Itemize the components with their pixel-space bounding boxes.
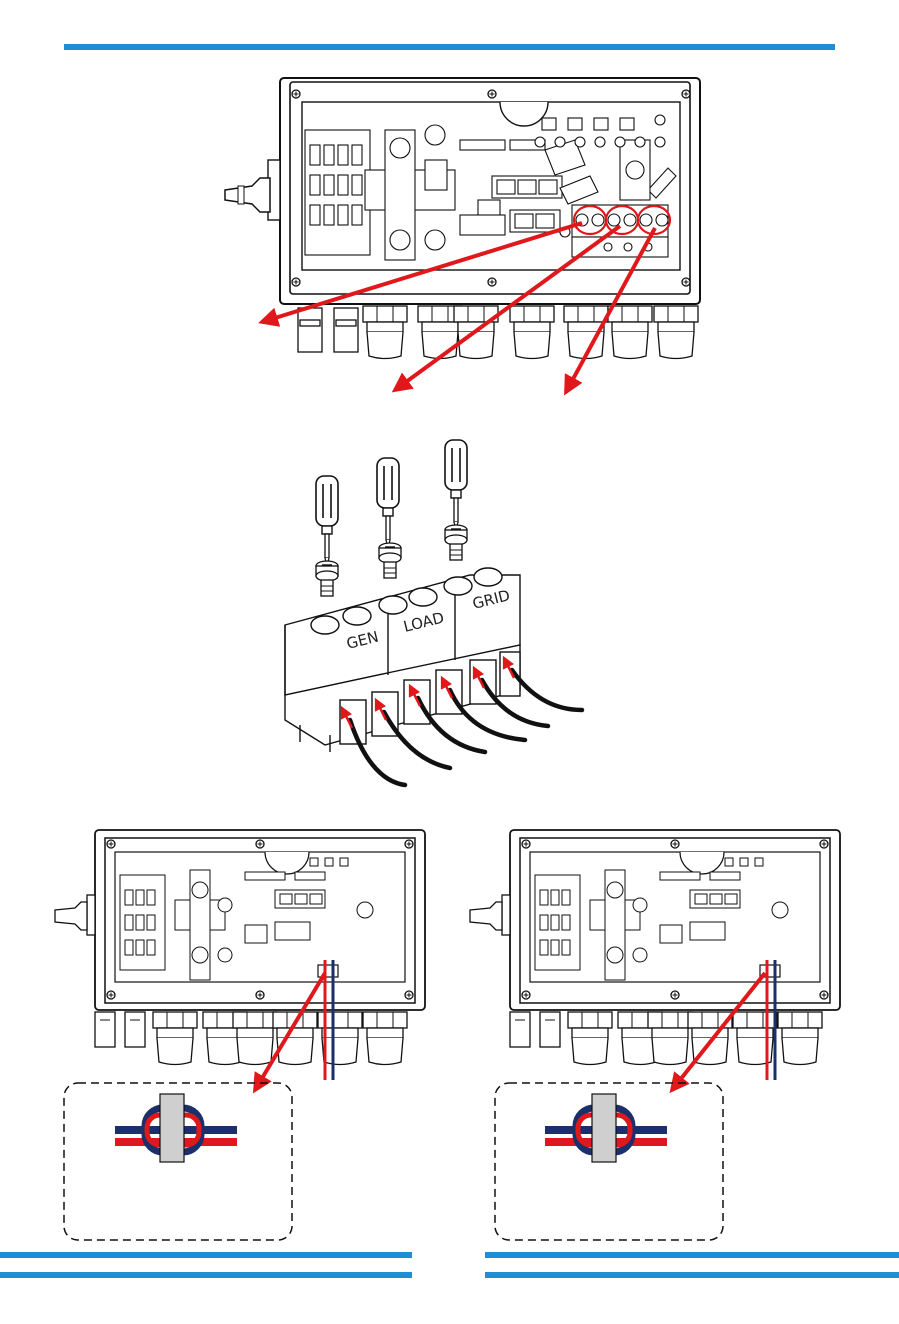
inverter-top-view [225, 78, 700, 359]
ct-detail-left [64, 1083, 292, 1240]
inverter-bottom-right [470, 830, 840, 1090]
ct-detail-right [495, 1083, 723, 1240]
current-transformer-icon [115, 1094, 237, 1162]
inverter-bottom-left [55, 830, 425, 1090]
current-transformer-icon [545, 1094, 667, 1162]
